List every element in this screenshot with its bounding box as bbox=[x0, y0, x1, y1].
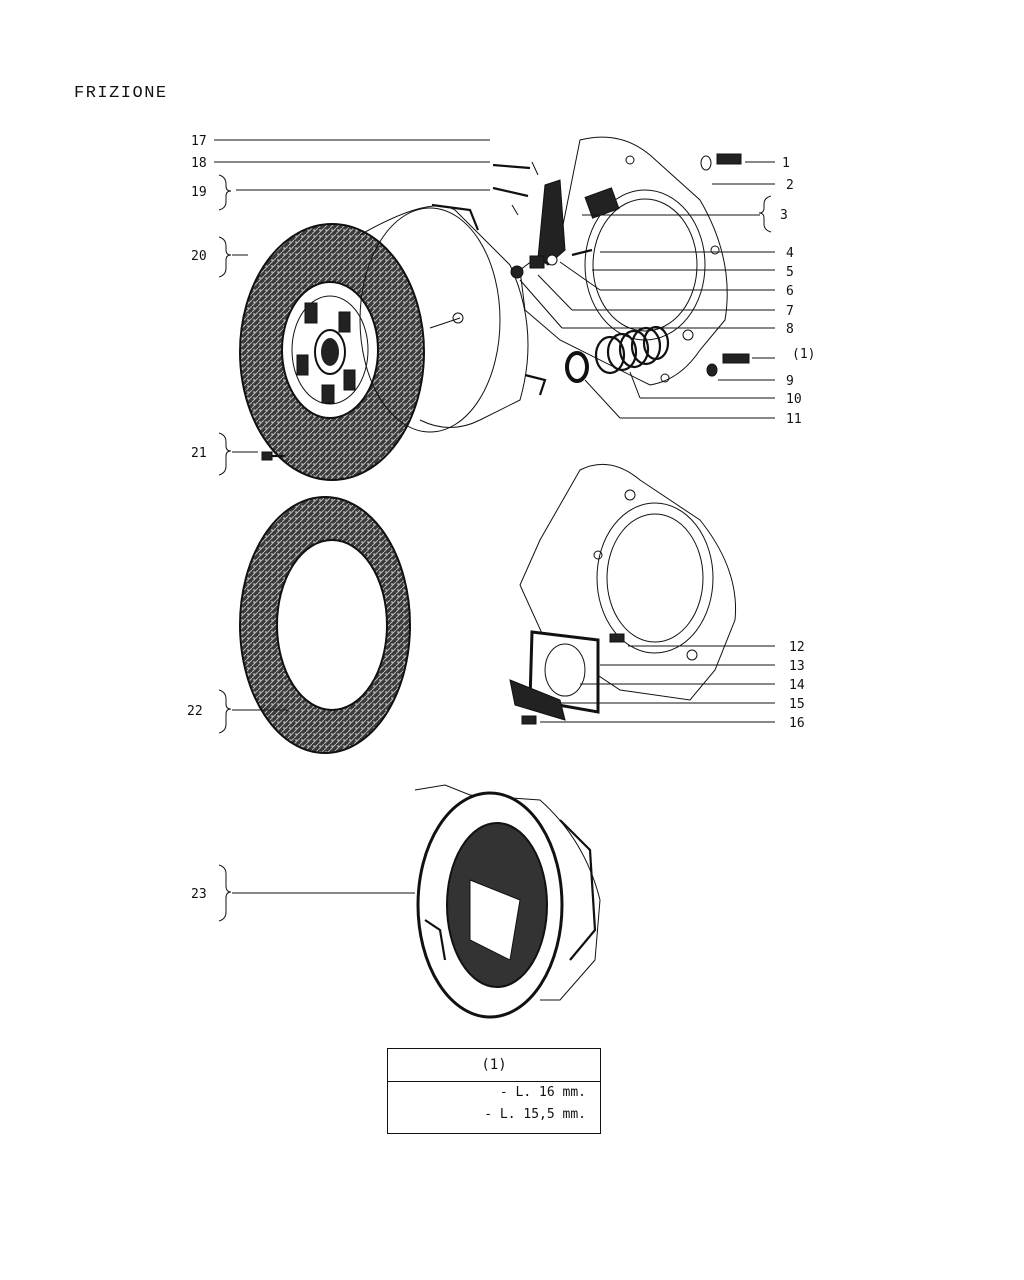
note-row-2: - L. 15,5 mm. bbox=[484, 1107, 586, 1122]
callout-4: 4 bbox=[786, 246, 794, 261]
callouts: 17 18 19 20 21 22 23 1 2 3 4 5 6 7 8 (1)… bbox=[187, 134, 815, 902]
callout-15: 15 bbox=[789, 697, 805, 712]
callout-16: 16 bbox=[789, 716, 805, 731]
clutch-housing-bottom bbox=[509, 463, 737, 725]
callout-1: 1 bbox=[782, 156, 790, 171]
callout-3: 3 bbox=[780, 208, 788, 223]
braces bbox=[218, 174, 772, 922]
callout-5: 5 bbox=[786, 265, 794, 280]
note-table-header: (1) bbox=[388, 1049, 600, 1082]
callout-11: 11 bbox=[786, 412, 802, 427]
callout-6: 6 bbox=[786, 284, 794, 299]
pressure-plate-assembly bbox=[414, 784, 601, 1019]
spring-10 bbox=[594, 325, 670, 375]
callout-14: 14 bbox=[789, 678, 805, 693]
friction-ring bbox=[239, 496, 411, 754]
clutch-housing-top bbox=[492, 136, 750, 386]
leader-lines bbox=[214, 139, 775, 894]
callout-23: 23 bbox=[191, 887, 207, 902]
note-table: (1) - L. 16 mm. - L. 15,5 mm. bbox=[387, 1048, 601, 1134]
callout-18: 18 bbox=[191, 156, 207, 171]
callout-19: 19 bbox=[191, 185, 207, 200]
callout-7: 7 bbox=[786, 304, 794, 319]
callout-22: 22 bbox=[187, 704, 203, 719]
callout-10: 10 bbox=[786, 392, 802, 407]
note-row-1: - L. 16 mm. bbox=[499, 1085, 586, 1100]
callout-12: 12 bbox=[789, 640, 805, 655]
bolt-21 bbox=[261, 451, 285, 461]
clutch-disc bbox=[239, 223, 425, 481]
callout-9: 9 bbox=[786, 374, 794, 389]
callout-2: 2 bbox=[786, 178, 794, 193]
callout-note-ref: (1) bbox=[792, 347, 815, 362]
callout-13: 13 bbox=[789, 659, 805, 674]
callout-17: 17 bbox=[191, 134, 207, 149]
callout-8: 8 bbox=[786, 322, 794, 337]
page-title: FRIZIONE bbox=[74, 84, 168, 103]
callout-20: 20 bbox=[191, 249, 207, 264]
callout-21: 21 bbox=[191, 446, 207, 461]
pressure-cover bbox=[359, 203, 547, 433]
